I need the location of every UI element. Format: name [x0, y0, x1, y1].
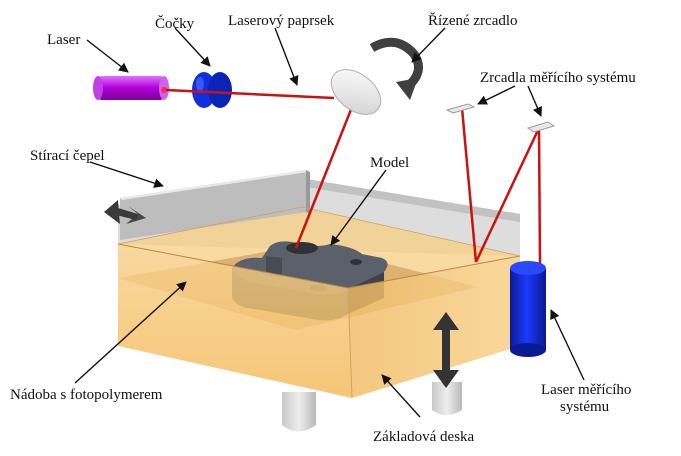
label-model: Model — [370, 155, 409, 171]
label-lenses: Čočky — [155, 15, 195, 32]
wiper-blade — [120, 170, 310, 240]
label-laser: Laser — [47, 32, 80, 48]
label-wiper-blade: Stírací čepel — [30, 148, 105, 164]
double-arrow-horizontal-icon — [104, 200, 146, 224]
double-arrow-vertical-icon — [433, 312, 459, 388]
label-measuring-mirrors: Zrcadla měřícího systému — [480, 70, 636, 86]
lens-pair — [192, 72, 232, 108]
labels: Laser Čočky Laserový paprsek Řízené zrca… — [10, 12, 636, 445]
laser-beams — [165, 88, 542, 267]
label-base-plate: Základová deska — [373, 429, 475, 445]
label-vat: Nádoba s fotopolymerem — [10, 387, 163, 403]
curved-arrow-icon — [369, 37, 423, 100]
laser-source — [93, 76, 169, 100]
measuring-mirrors — [445, 103, 556, 133]
label-measuring-laser-2: systému — [560, 399, 610, 415]
support-pillars — [282, 382, 462, 432]
controlled-mirror — [330, 69, 382, 115]
label-laser-beam: Laserový paprsek — [228, 13, 335, 29]
leader-lines — [74, 27, 585, 418]
label-controlled-mirror: Řízené zrcadlo — [428, 12, 518, 29]
label-measuring-laser-1: Laser měřícího — [541, 382, 631, 398]
measuring-laser — [510, 261, 546, 357]
